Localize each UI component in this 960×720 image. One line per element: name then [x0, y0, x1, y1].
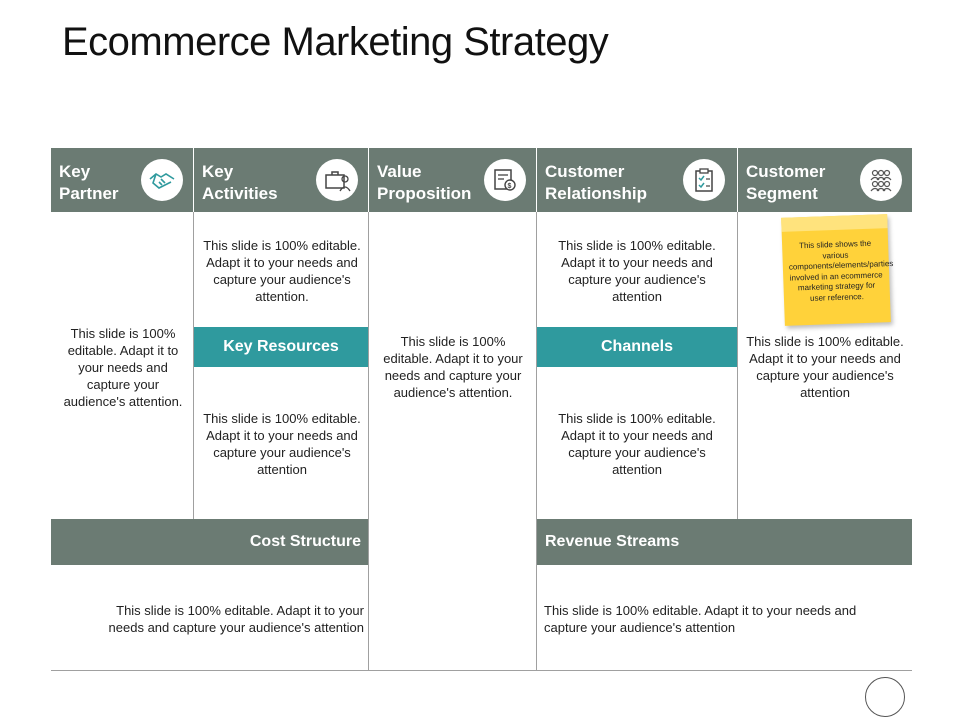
key-resources-text: This slide is 100% editable. Adapt it to…: [203, 411, 361, 477]
header-key-partner: Key Partner: [51, 148, 193, 212]
circle-shape: [865, 677, 905, 717]
value-proposition-text: This slide is 100% editable. Adapt it to…: [383, 334, 523, 400]
divider: [193, 212, 194, 519]
customer-segment-text: This slide is 100% editable. Adapt it to…: [746, 334, 904, 400]
header-label: Key Partner: [59, 162, 119, 203]
divider: [536, 212, 537, 671]
slide-title: Ecommerce Marketing Strategy: [62, 20, 609, 64]
clipboard-check-icon: [683, 159, 725, 201]
channels-text: This slide is 100% editable. Adapt it to…: [558, 411, 716, 477]
header-customer-relationship: Customer Relationship: [537, 148, 737, 212]
header-key-activities: Key Activities: [194, 148, 368, 212]
divider: [737, 212, 738, 519]
key-partner-text: This slide is 100% editable. Adapt it to…: [63, 326, 183, 409]
revenue-streams-text: This slide is 100% editable. Adapt it to…: [544, 603, 857, 635]
cost-structure-header: Cost Structure: [51, 519, 368, 565]
briefcase-person-icon: [316, 159, 358, 201]
sticky-note: This slide shows the various components/…: [781, 214, 893, 326]
header-label: Customer Relationship: [545, 162, 648, 203]
divider: [51, 670, 912, 671]
key-resources-header: Key Resources: [194, 327, 368, 367]
people-group-icon: [860, 159, 902, 201]
handshake-icon: [141, 159, 183, 201]
channels-header: Channels: [537, 327, 737, 367]
header-value-proposition: Value Proposition $: [369, 148, 536, 212]
cost-structure-text: This slide is 100% editable. Adapt it to…: [108, 603, 364, 635]
header-label: Value Proposition: [377, 162, 472, 203]
header-customer-segment: Customer Segment: [738, 148, 912, 212]
key-activities-text: This slide is 100% editable. Adapt it to…: [203, 238, 361, 304]
divider: [368, 212, 369, 671]
customer-relationship-text: This slide is 100% editable. Adapt it to…: [558, 238, 716, 304]
money-document-icon: $: [484, 159, 526, 201]
header-label: Key Activities: [202, 162, 278, 203]
header-label: Customer Segment: [746, 162, 826, 203]
svg-text:$: $: [508, 183, 512, 190]
revenue-streams-header: Revenue Streams: [537, 519, 912, 565]
